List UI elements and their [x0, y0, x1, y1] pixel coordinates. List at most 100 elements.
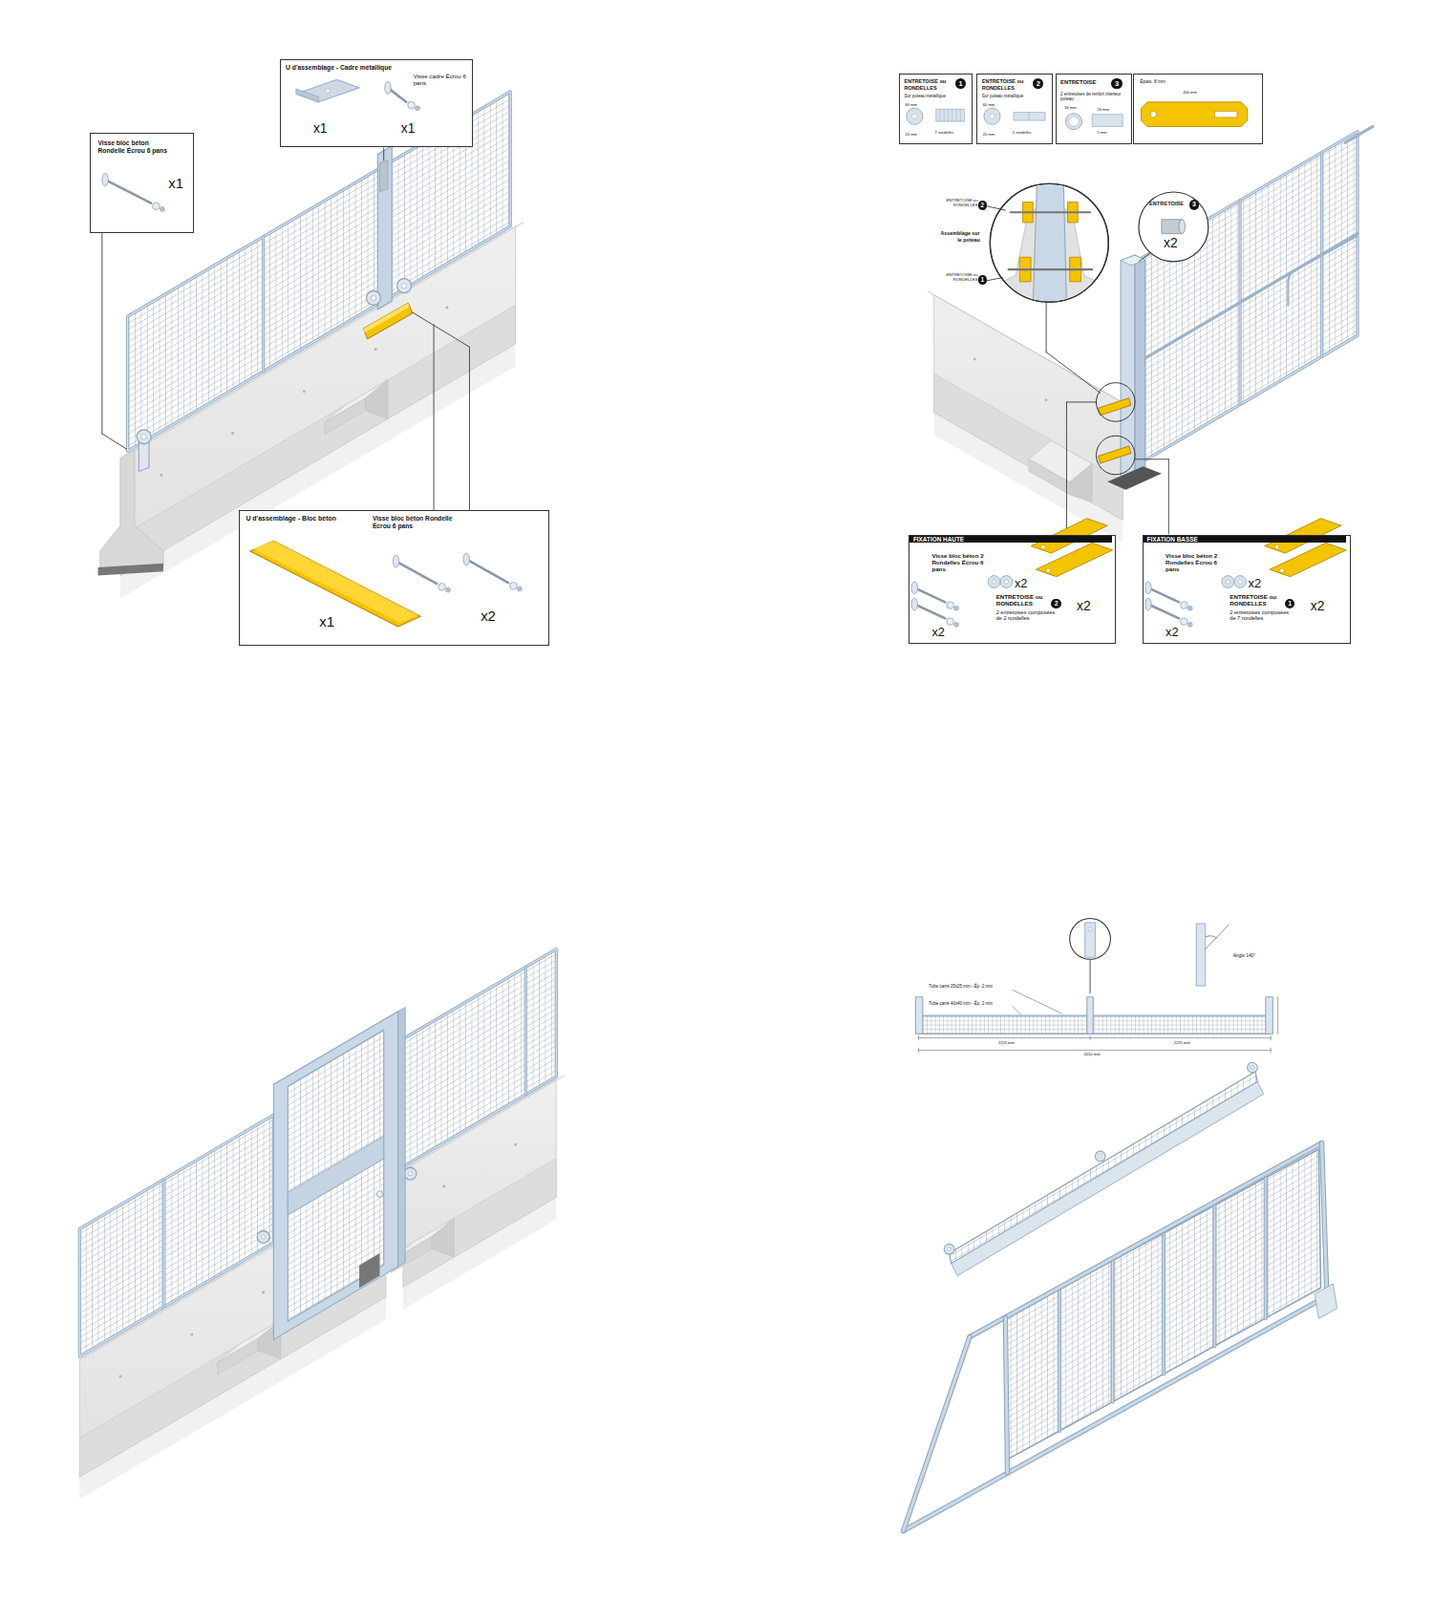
scene — [79, 91, 1373, 1532]
bolt-hole — [159, 473, 163, 477]
fence-frame — [398, 949, 557, 1171]
ear-hole — [141, 434, 147, 440]
plate-hole — [1280, 568, 1284, 573]
bolt-hole — [973, 358, 977, 362]
box-ground — [279, 59, 473, 148]
box-heading: FIXATION BASSE — [1143, 535, 1348, 543]
fence-frame — [1137, 131, 1358, 466]
mesh-panel — [79, 1114, 274, 1357]
ear-hole — [370, 295, 376, 300]
bolt — [105, 179, 151, 204]
part-label: x2 — [1310, 598, 1326, 615]
u-plate — [296, 79, 360, 103]
spacer-side — [1091, 114, 1123, 128]
washer-hole — [912, 113, 918, 119]
part-label: 2 entretoises de renfort intérieur potea… — [1060, 91, 1129, 102]
bolt-head — [463, 553, 470, 566]
leader-line — [986, 206, 1006, 211]
circle-outline — [1138, 192, 1209, 262]
plate-hole — [1150, 110, 1156, 117]
parts-box: U d'assemblage - Bloc bétonVisse bloc bé… — [238, 510, 550, 646]
washer — [1234, 576, 1247, 589]
rail-tab — [943, 1243, 955, 1255]
gate-frame — [1005, 1317, 1007, 1473]
ear-hole — [407, 1172, 412, 1177]
spec-box: ENTRETOISE ou RONDELLES1Sur poteau métal… — [898, 73, 973, 145]
gate-bar — [1058, 1289, 1060, 1432]
part-label: ENTRETOISE ou RONDELLES — [904, 78, 952, 91]
part-label: 2 rondelles — [1012, 130, 1032, 136]
washer — [1180, 618, 1188, 625]
angle-line — [1205, 924, 1230, 950]
fence-post — [524, 966, 528, 1095]
gate-frame — [903, 1296, 1327, 1532]
barrier-foot — [1069, 464, 1093, 504]
fixing-ear — [136, 429, 151, 445]
callout-number: 3 — [1111, 78, 1122, 89]
mesh-panel — [398, 949, 557, 1171]
angle-arc — [1205, 936, 1218, 939]
washer — [407, 101, 415, 108]
nut — [1187, 605, 1193, 611]
part-label: 20 mm — [905, 132, 918, 138]
part-label: x1 — [319, 613, 335, 630]
spacer-end — [1178, 219, 1185, 235]
gate-frame — [1005, 1317, 1007, 1473]
bolt — [1010, 211, 1091, 214]
part-label: 60 mm — [983, 103, 995, 108]
plate-slot — [1214, 110, 1238, 117]
gate-post-top — [1120, 255, 1146, 266]
gate-frame — [969, 1143, 1323, 1338]
fixation-plate — [1269, 542, 1347, 577]
ear-hole — [261, 1235, 266, 1240]
washer-hole — [1238, 579, 1242, 584]
plate-hole — [1046, 568, 1050, 573]
part-label: 60 mm — [905, 103, 918, 108]
part-label: 2225 mm — [998, 1041, 1015, 1047]
gate-post — [1134, 255, 1146, 475]
bolt — [914, 603, 945, 619]
leader-line — [1046, 352, 1101, 394]
leader-line — [1012, 989, 1062, 1014]
washer-line — [956, 108, 958, 122]
bolt-head — [1145, 598, 1152, 611]
tab-hole — [1250, 1066, 1255, 1070]
gate-frame — [1322, 1143, 1327, 1297]
barrier-foot — [1028, 458, 1070, 494]
washer-line — [1027, 112, 1029, 122]
leader-line — [469, 346, 471, 511]
bolt-head — [1145, 581, 1152, 595]
parts-box: Visse bloc béton Rondelle Écrou 6 pansx1 — [89, 132, 194, 234]
u-bracket-lip — [363, 302, 409, 333]
dimension-line — [919, 1049, 1272, 1051]
leader-line — [1090, 960, 1091, 993]
door-ground — [287, 1029, 384, 1322]
door-handle — [376, 1191, 383, 1198]
fence-post — [261, 236, 265, 372]
leader-line — [986, 278, 1003, 281]
nut — [1187, 622, 1193, 628]
leader-line — [383, 148, 385, 161]
nut — [954, 605, 960, 611]
elevation-post — [1087, 997, 1093, 1034]
elevation-post — [915, 997, 922, 1034]
box-ground — [898, 73, 973, 145]
fixing-ear — [256, 1230, 270, 1243]
nut — [160, 207, 166, 213]
part-label: Visse cadre Écrou 6 pans — [413, 72, 470, 86]
dimension-tick — [1270, 1048, 1272, 1052]
fence-frame — [79, 1114, 274, 1357]
wall-top — [927, 291, 1123, 404]
fence-post — [161, 1179, 165, 1308]
wall-base — [403, 1158, 557, 1288]
bolt-head — [102, 173, 108, 187]
bolt — [1008, 268, 1093, 271]
box-ground — [1142, 534, 1351, 644]
leader-line — [1046, 302, 1048, 352]
bolt-hole — [119, 1374, 123, 1378]
fixation-box: FIXATION BASSEVisse bloc béton 2 Rondell… — [1142, 534, 1351, 644]
part-label: x2 — [1163, 235, 1178, 252]
part-label: ENTRETOISE ou RONDELLES — [1229, 593, 1284, 607]
part-label: 2 entretoises composées de 7 rondelles — [1229, 609, 1289, 622]
